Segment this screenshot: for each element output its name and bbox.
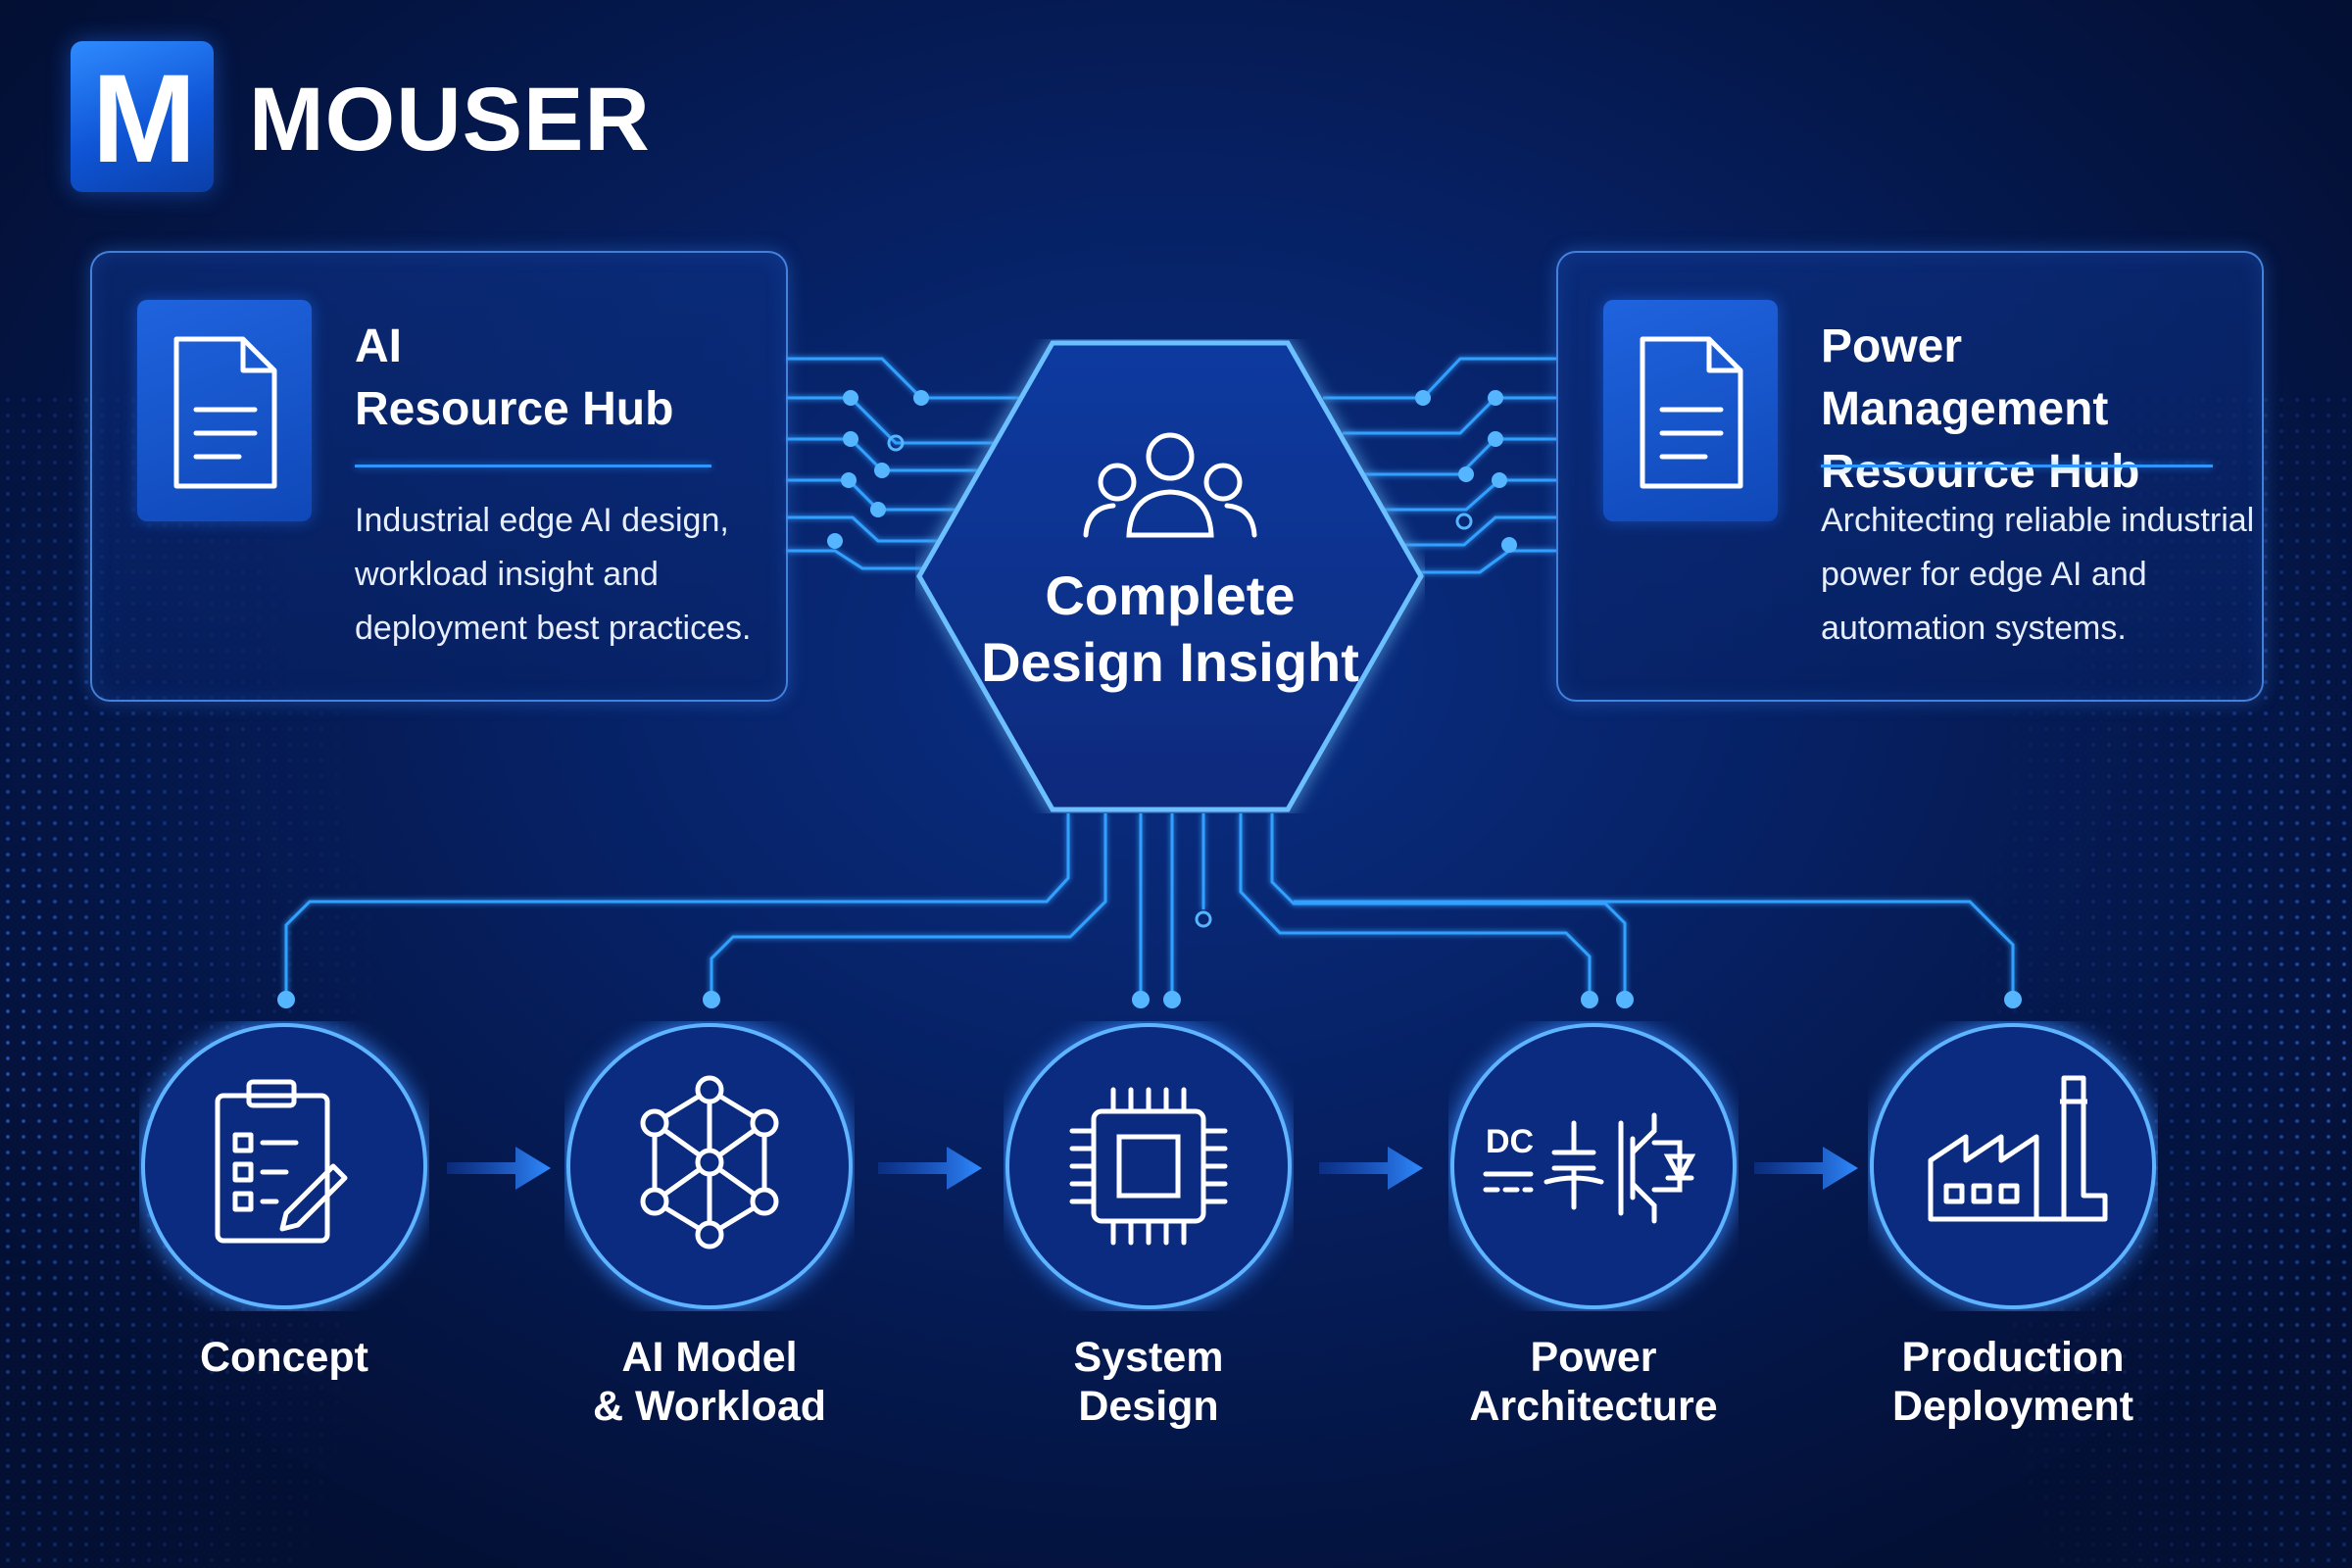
stage-label: Power Architecture <box>1370 1333 1817 1431</box>
stage-label-line: System <box>1073 1334 1224 1381</box>
complete-design-insight-hub[interactable]: Complete Design Insight <box>915 339 1425 813</box>
document-icon <box>1603 300 1778 521</box>
ai-resource-hub-description: Industrial edge AI design, workload insi… <box>355 494 751 656</box>
clipboard-checklist-icon <box>215 1079 348 1244</box>
stage-label: System Design <box>925 1333 1372 1431</box>
neural-network-icon <box>640 1075 779 1250</box>
stage-label: Production Deployment <box>1789 1333 2236 1431</box>
brand-name: MOUSER <box>249 70 651 170</box>
stage-circle <box>1870 1023 2156 1309</box>
stage-ai-model-workload[interactable]: AI Model & Workload <box>564 1021 855 1430</box>
card-title-line: Resource Hub <box>1821 446 2140 498</box>
people-group-icon <box>1083 432 1257 538</box>
brand-logo-letter: M <box>91 49 197 189</box>
ai-resource-hub-card[interactable]: AI Resource Hub Industrial edge AI desig… <box>90 251 788 702</box>
stage-label-line: Production <box>1901 1334 2125 1381</box>
card-description-line: Architecting reliable industrial <box>1821 502 2255 539</box>
card-description-line: deployment best practices. <box>355 610 752 647</box>
stage-circle <box>1005 1023 1292 1309</box>
stage-label-line: Power <box>1530 1334 1657 1381</box>
stage-production-deployment[interactable]: Production Deployment <box>1868 1021 2158 1430</box>
stage-concept[interactable]: Concept <box>139 1021 429 1381</box>
stage-label: AI Model & Workload <box>486 1333 933 1431</box>
stage-power-architecture[interactable]: DC Power Architecture <box>1448 1021 1739 1430</box>
card-title-line: AI <box>355 320 402 372</box>
brand-logo[interactable]: M <box>71 41 214 192</box>
stage-label-line: Concept <box>200 1334 368 1381</box>
card-description-line: Industrial edge AI design, <box>355 502 729 539</box>
power-management-resource-hub-title: Power Management Resource Hub <box>1821 316 2262 504</box>
chip-icon <box>1069 1087 1228 1246</box>
stage-label-line: Deployment <box>1891 1383 2134 1430</box>
left-circuit-traces <box>786 357 1019 570</box>
hexagon-frame <box>916 340 1424 812</box>
flow-arrow-icon <box>1754 1147 1858 1190</box>
stage-label-line: AI Model <box>621 1334 798 1381</box>
card-description-line: automation systems. <box>1821 610 2127 647</box>
card-description-line: workload insight and <box>355 556 659 593</box>
flow-arrow-icon <box>447 1147 551 1190</box>
complete-design-insight-title: Complete Design Insight <box>915 563 1425 696</box>
hub-title-line: Complete <box>1045 564 1296 626</box>
stage-label: Concept <box>61 1333 508 1382</box>
document-icon <box>137 300 312 521</box>
power-management-resource-hub-card[interactable]: Power Management Resource Hub Architecti… <box>1556 251 2264 702</box>
factory-icon <box>1928 1075 2108 1222</box>
left-trace-nodes <box>827 390 929 549</box>
stage-system-design[interactable]: System Design <box>1004 1021 1294 1430</box>
hub-title-line: Design Insight <box>981 631 1359 693</box>
power-management-resource-hub-description: Architecting reliable industrial power f… <box>1821 494 2254 656</box>
stage-label-line: Design <box>1078 1383 1219 1430</box>
flow-arrow-icon <box>878 1147 982 1190</box>
card-divider <box>355 465 711 467</box>
bottom-trace-nodes <box>277 910 2022 1008</box>
power-circuit-icon <box>1483 1112 1696 1224</box>
card-divider <box>1821 465 2213 467</box>
card-description-line: power for edge AI and <box>1821 556 2147 593</box>
card-title-line: Resource Hub <box>355 383 674 435</box>
bottom-circuit-traces <box>284 813 2015 1000</box>
stage-label-line: & Workload <box>592 1383 827 1430</box>
ai-resource-hub-title: AI Resource Hub <box>355 316 673 441</box>
flow-arrow-icon <box>1319 1147 1423 1190</box>
right-trace-nodes <box>1415 390 1517 553</box>
stage-label-line: Architecture <box>1469 1383 1718 1430</box>
dc-label: DC <box>1486 1123 1534 1160</box>
right-circuit-traces <box>1323 357 1556 574</box>
stage-circle <box>141 1023 427 1309</box>
card-title-line: Power Management <box>1821 320 2109 435</box>
